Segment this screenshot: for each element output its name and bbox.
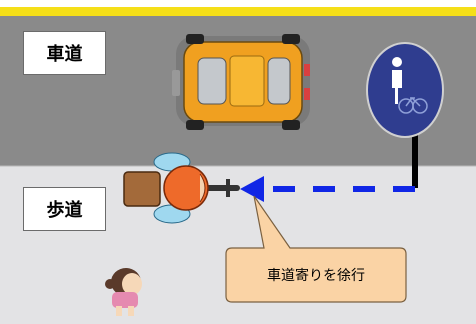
pedestrian-bicycle-sign-icon [366,42,444,188]
path-arrow [240,176,415,202]
cyclist-icon [123,152,240,224]
road-label: 車道 [23,31,106,75]
callout-bubble [225,195,407,303]
callout-text: 車道寄りを徐行 [267,268,365,284]
car-icon [172,34,310,130]
sidewalk-label: 歩道 [23,187,106,231]
pedestrian-icon [105,268,142,316]
curb-yellow-line [0,7,476,16]
